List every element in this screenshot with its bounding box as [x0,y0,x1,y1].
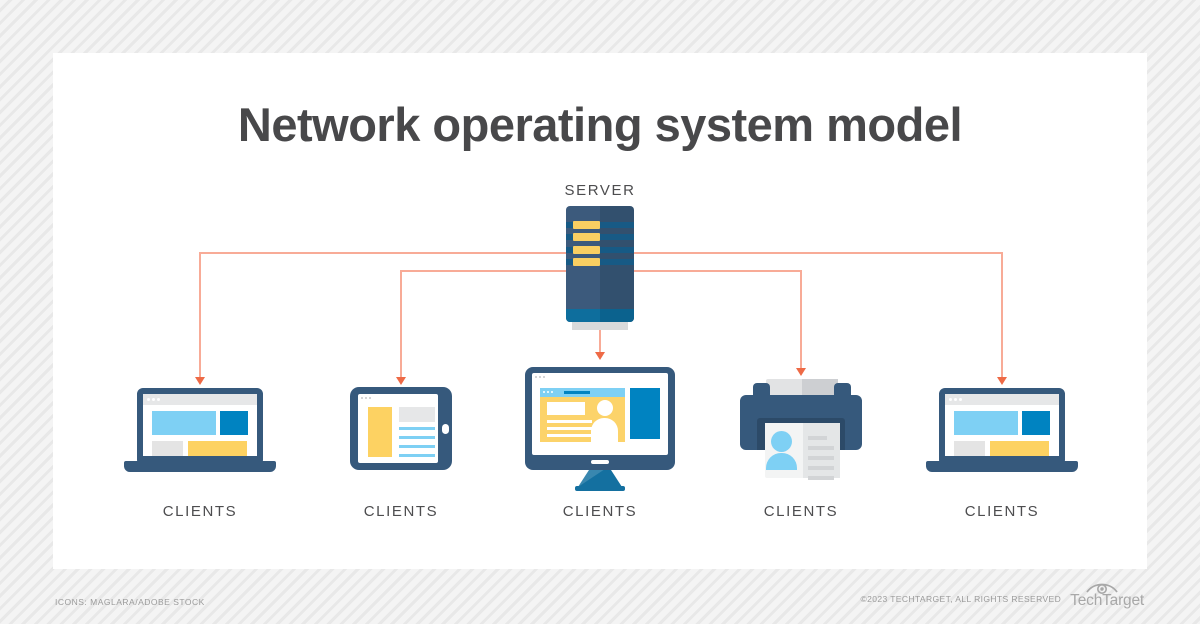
content-block [220,411,248,435]
content-block [399,407,435,422]
laptop-screen [137,388,263,462]
monitor-base [575,486,625,491]
client-label: CLIENTS [763,503,839,520]
server-rack-icon [560,200,640,335]
content-block [1022,411,1050,435]
arrowhead-client-4 [796,368,806,376]
page-title: Network operating system model [237,98,963,151]
client-label: CLIENTS [363,503,439,520]
client-label: CLIENTS [162,503,238,520]
server-stripe [566,247,634,253]
laptop-base [124,461,276,472]
window-dots-icon [949,398,952,401]
monitor-frame [525,367,675,470]
stand-highlight [578,470,604,487]
client-group-1: CLIENTS [120,360,280,525]
server-bottom-band [566,309,634,322]
card-header [540,388,625,397]
content-block [152,411,216,435]
paper-shade [803,423,840,478]
footer-credits: ICONS: MAGLARA/ADOBE STOCK [55,597,205,607]
tablet-screen [358,394,438,463]
window-dots-icon [147,398,150,401]
techtarget-logo: TechTarget [1070,580,1144,608]
server-led-bar [573,221,600,229]
printer-output-paper [765,423,840,478]
server-led-bar [573,246,600,254]
server-label: SERVER [564,182,636,199]
arrowhead-client-1 [195,377,205,385]
person-icon [597,400,613,416]
server-led-bar [573,233,600,241]
window-dots-icon [543,391,545,393]
client-label: CLIENTS [562,503,638,520]
text-lines [808,446,834,450]
techtarget-wordmark: TechTarget [1070,592,1144,609]
client-group-4: CLIENTS [721,360,881,525]
content-block [954,441,985,456]
person-icon [591,418,618,442]
server-base [572,322,628,330]
connector-vertical-client-4 [800,270,802,369]
laptop-screen [939,388,1065,462]
connector-vertical-client-3 [599,330,601,353]
person-icon [771,431,792,452]
content-block [368,407,392,457]
home-button-icon [442,424,449,434]
monitor-screen [532,373,668,455]
arrowhead-client-2 [396,377,406,385]
monitor-stand [578,470,622,487]
client-group-2: CLIENTS [321,360,481,525]
paper-shade [802,379,838,397]
laptop-base [926,461,1078,472]
monitor-chin-pill [591,460,609,464]
server-stripe [566,222,634,228]
browser-topbar [945,394,1059,405]
content-block [630,388,660,439]
content-block [954,411,1018,435]
arrowhead-client-5 [997,377,1007,385]
text-lines [547,420,592,423]
client-label: CLIENTS [964,503,1040,520]
server-stripe [566,234,634,240]
content-block [188,441,247,456]
arrowhead-client-3 [595,352,605,360]
text-lines [808,436,827,440]
eye-target-icon [1086,583,1118,594]
text-lines [399,427,435,430]
client-group-5: CLIENTS [922,360,1082,525]
profile-card [540,388,625,442]
person-icon [766,453,797,470]
client-group-3: CLIENTS [520,360,680,525]
footer-copyright: ©2023 TECHTARGET, ALL RIGHTS RESERVED [860,594,1062,604]
connector-vertical-client-1 [199,252,201,378]
footer-right: ©2023 TECHTARGET, ALL RIGHTS RESERVED Te… [860,580,1144,608]
connector-vertical-client-2 [400,270,402,378]
content-block [990,441,1049,456]
printer-input-paper [766,379,838,397]
header-stripe [564,391,590,394]
window-dots-icon [361,397,363,399]
content-block [547,402,585,415]
tablet-frame [350,387,452,470]
server-stripe [566,259,634,265]
connector-vertical-client-5 [1001,252,1003,378]
window-dots-icon [535,376,537,378]
server-led-bar [573,258,600,266]
server-body [566,206,634,322]
content-block [152,441,183,456]
browser-topbar [143,394,257,405]
